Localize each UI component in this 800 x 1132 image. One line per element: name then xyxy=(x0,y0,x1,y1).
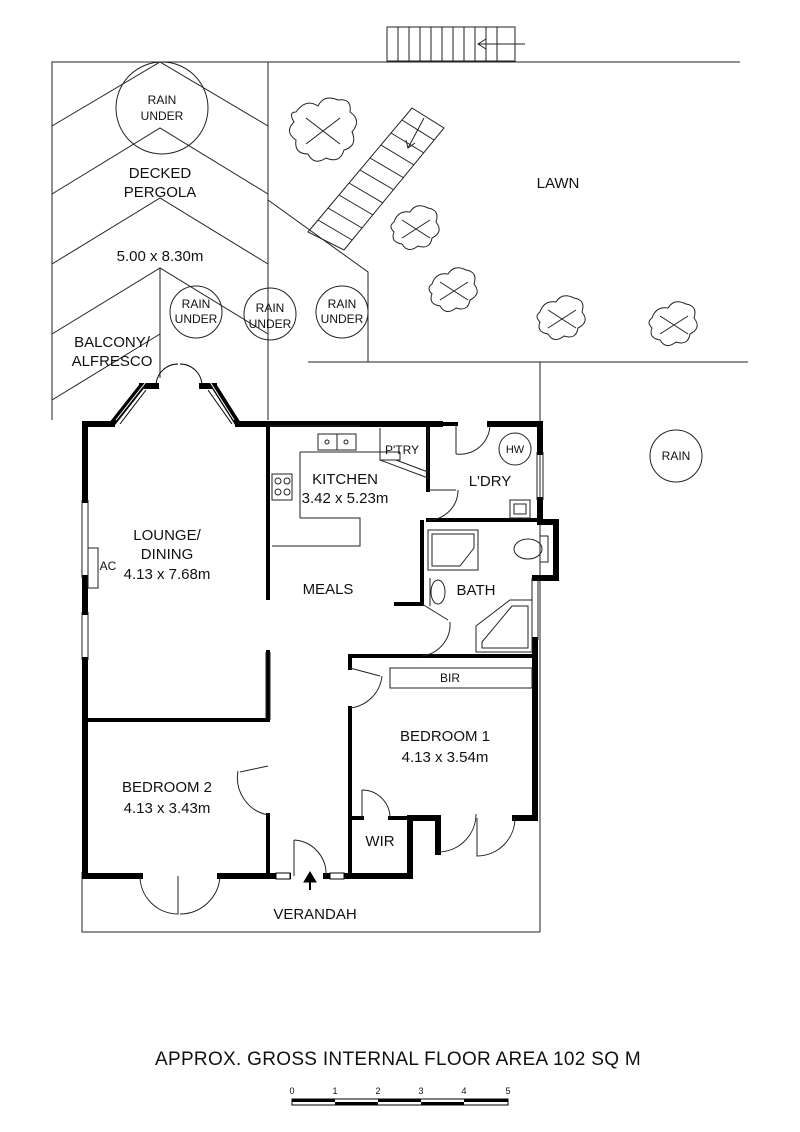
pantry-label: P'TRY xyxy=(385,443,419,457)
doors xyxy=(139,423,516,915)
bedroom2-name: BEDROOM 2 xyxy=(122,779,212,796)
scale-tick-label: 4 xyxy=(461,1086,466,1096)
built-in-robe xyxy=(389,667,533,689)
kitchen-dims: 3.42 x 5.23m xyxy=(302,490,389,507)
top-steps xyxy=(386,26,525,62)
lounge-name-line1: LOUNGE/ xyxy=(133,527,201,544)
bathtub-icon xyxy=(475,599,533,653)
scale-bar: 0 1 2 3 4 5 xyxy=(289,1086,511,1106)
hot-water-label: HW xyxy=(506,444,525,456)
scale-tick-label: 0 xyxy=(289,1086,294,1096)
rain-tank-icon: RAIN UNDER xyxy=(169,285,223,339)
lawn-label: LAWN xyxy=(537,175,580,192)
rain-tank-icon: RAIN xyxy=(649,429,703,483)
lounge-dims: 4.13 x 7.68m xyxy=(124,566,211,583)
basin-icon xyxy=(430,579,446,605)
hot-water-icon xyxy=(498,432,532,466)
bedroom1-dims: 4.13 x 3.54m xyxy=(402,749,489,766)
bath-fixtures xyxy=(427,529,549,653)
verandah-label: VERANDAH xyxy=(273,906,356,923)
pergola-dims: 5.00 x 8.30m xyxy=(117,248,204,265)
balcony-name-line2: ALFRESCO xyxy=(72,353,153,370)
rain-tank-icon: RAIN UNDER xyxy=(315,285,369,339)
bath-label: BATH xyxy=(457,582,496,599)
kitchen-name: KITCHEN xyxy=(312,471,378,488)
rain-tank-label-line1: RAIN xyxy=(328,297,357,311)
rain-tank-label-line2: UNDER xyxy=(249,317,292,331)
balcony-name-line1: BALCONY/ xyxy=(74,334,151,351)
walls xyxy=(82,383,559,879)
entry-arrow-icon xyxy=(275,871,345,890)
scale-tick-label: 2 xyxy=(375,1086,380,1096)
shower-icon xyxy=(427,529,479,571)
rain-tank-icon: RAIN UNDER xyxy=(243,287,297,341)
rain-tank-label-line2: UNDER xyxy=(321,312,364,326)
bedroom2-dims: 4.13 x 3.43m xyxy=(124,800,211,817)
laundry-fixtures xyxy=(498,432,532,519)
rain-tank-label-line2: UNDER xyxy=(141,109,184,123)
pergola-name-line1: DECKED xyxy=(129,165,192,182)
rain-tank-label-line1: RAIN xyxy=(662,449,691,463)
lounge-name-line2: DINING xyxy=(141,546,194,563)
rain-tank-label-line1: RAIN xyxy=(256,301,285,315)
lawn-inner-edge xyxy=(267,199,369,362)
rain-tank-label-line1: RAIN xyxy=(182,297,211,311)
laundry-label: L'DRY xyxy=(469,473,512,490)
tree-icon xyxy=(428,267,478,312)
scale-tick-label: 5 xyxy=(505,1086,510,1096)
scale-tick-label: 1 xyxy=(332,1086,337,1096)
verandah-outline xyxy=(81,872,540,933)
air-con-label: AC xyxy=(100,559,117,573)
lawn-stairs xyxy=(307,107,445,251)
pergola-name-line2: PERGOLA xyxy=(124,184,197,201)
bir-label: BIR xyxy=(440,671,460,685)
outdoor-outlines xyxy=(51,61,748,933)
toilet-icon xyxy=(539,535,549,563)
bay-window xyxy=(109,363,241,426)
wir-label: WIR xyxy=(365,833,394,850)
kitchen-fixtures xyxy=(271,428,429,547)
scale-tick-label: 3 xyxy=(418,1086,423,1096)
trough-icon xyxy=(509,499,531,519)
air-conditioner-icon xyxy=(87,547,99,589)
rain-tank-label-line2: UNDER xyxy=(175,312,218,326)
tree-icon xyxy=(648,301,698,346)
rain-tank-label-line1: RAIN xyxy=(148,93,177,107)
bedroom1-name: BEDROOM 1 xyxy=(400,728,490,745)
meals-label: MEALS xyxy=(303,581,354,598)
tree-icon xyxy=(390,205,440,250)
pergola-chevron-5 xyxy=(51,333,161,401)
tree-icon xyxy=(289,97,357,162)
cooktop-icon xyxy=(271,473,293,501)
pergola-chevron-2 xyxy=(51,127,269,195)
tree-icon xyxy=(536,295,586,340)
rain-tank-icon: RAIN UNDER xyxy=(115,61,209,155)
floor-area-caption: APPROX. GROSS INTERNAL FLOOR AREA 102 SQ… xyxy=(155,1049,641,1070)
pergola-chevron-3 xyxy=(51,197,269,265)
